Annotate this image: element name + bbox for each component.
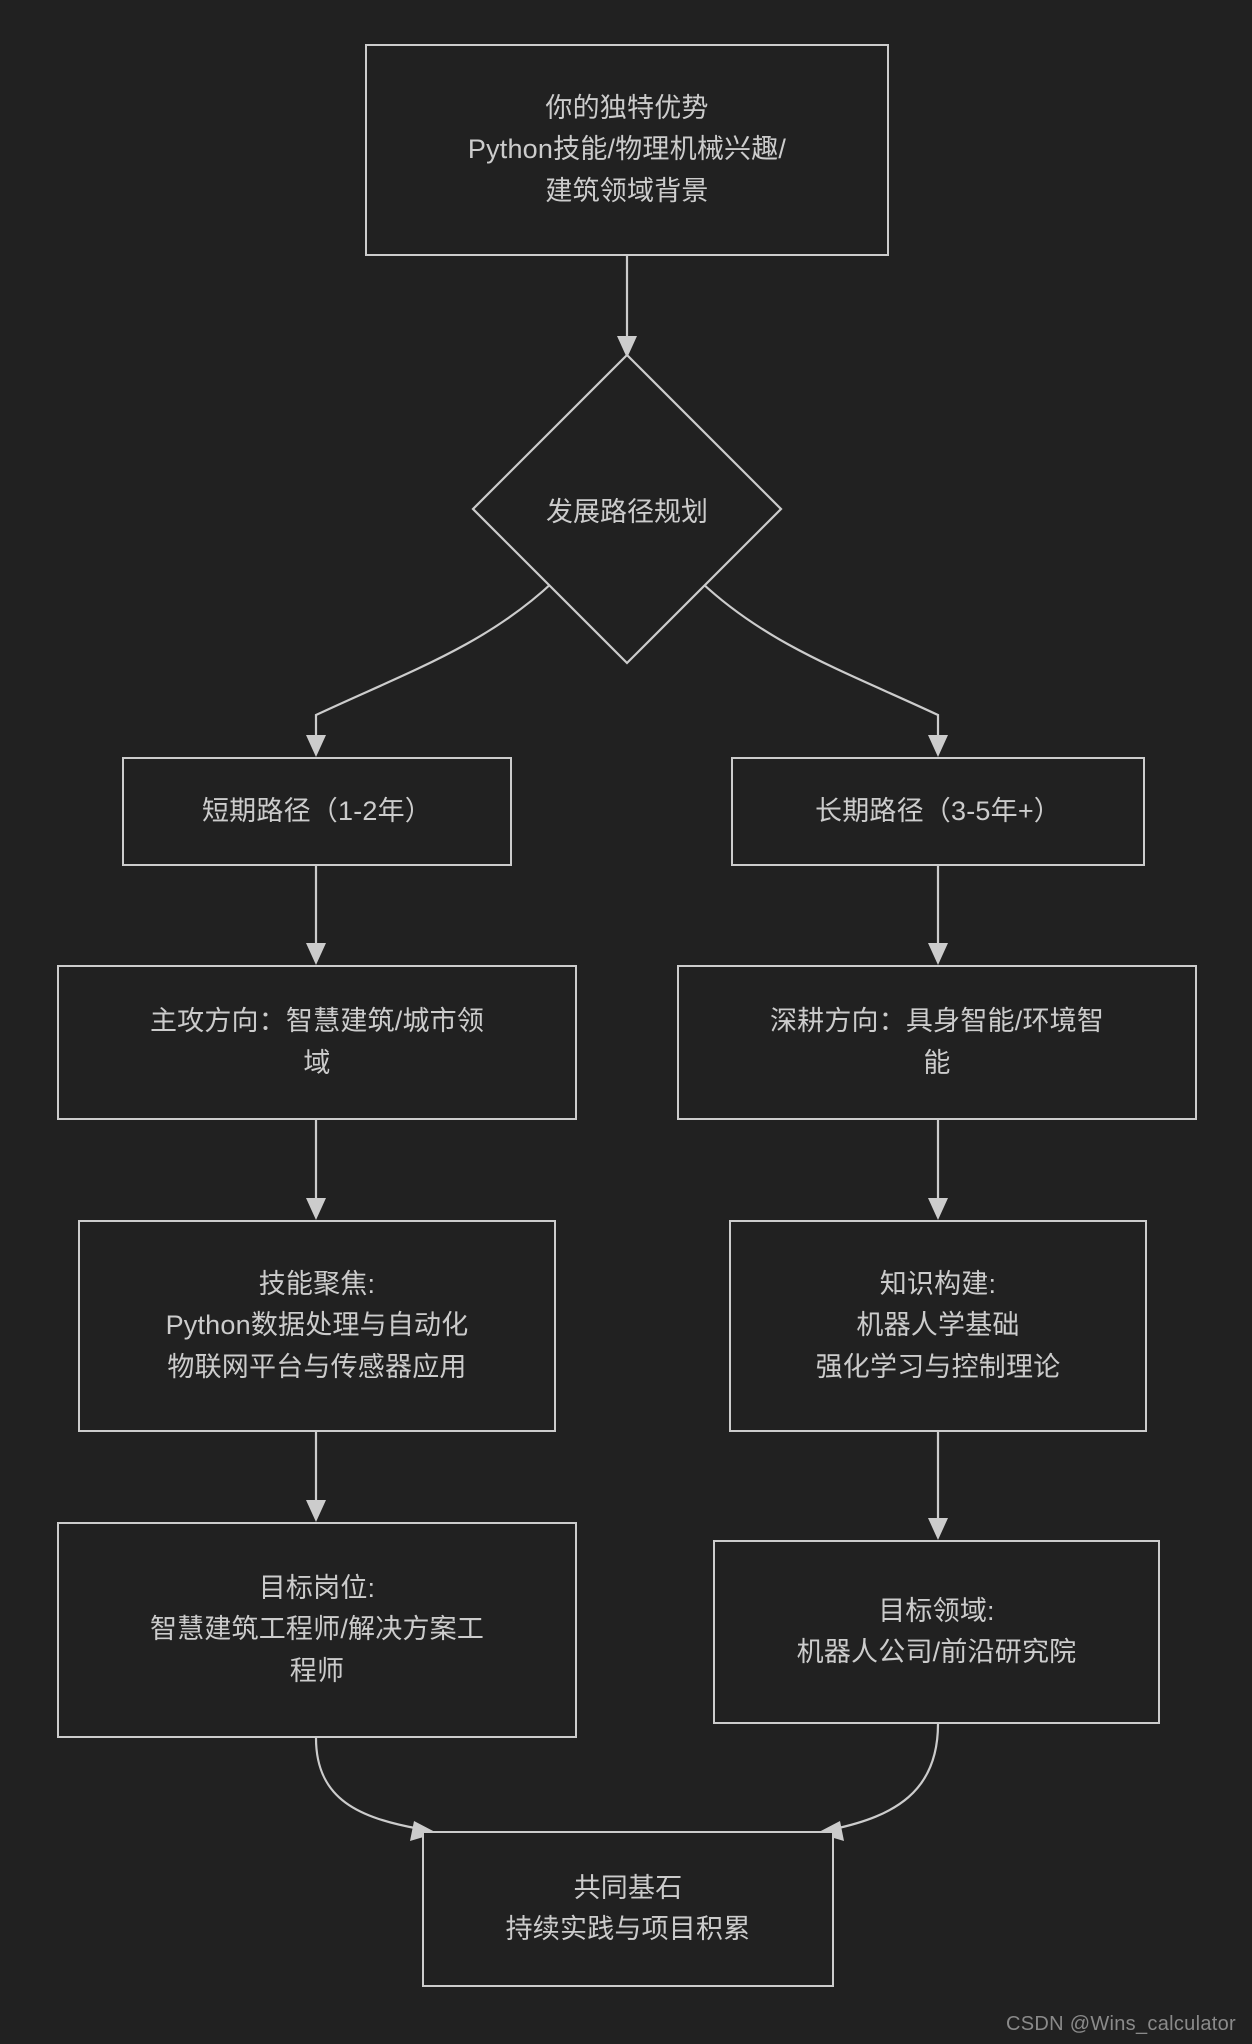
node-knowledge-build-label: 知识构建: 机器人学基础 强化学习与控制理论 [815,1269,1061,1382]
node-long-path[interactable]: 长期路径（3-5年+） [731,757,1145,866]
arrowhead-long-skill [928,1198,948,1220]
node-common-foundation[interactable]: 共同基石 持续实践与项目积累 [422,1831,834,1987]
arrowhead-short-path [306,735,326,757]
node-unique-advantage-label: 你的独特优势 Python技能/物理机械兴趣/ 建筑领域背景 [467,93,787,206]
arrowhead-short-dir [306,943,326,965]
node-unique-advantage[interactable]: 你的独特优势 Python技能/物理机械兴趣/ 建筑领域背景 [365,44,889,256]
arrowhead-long-target [928,1518,948,1540]
arrowhead-long-path [928,735,948,757]
node-short-main-direction[interactable]: 主攻方向：智慧建筑/城市领 域 [57,965,577,1120]
edge-planning-to-short-path [314,581,554,740]
node-long-path-label: 长期路径（3-5年+） [815,795,1061,826]
node-common-foundation-label: 共同基石 持续实践与项目积累 [505,1872,751,1944]
watermark-csdn: CSDN @Wins_calculator [1006,2013,1236,2035]
node-knowledge-build[interactable]: 知识构建: 机器人学基础 强化学习与控制理论 [729,1220,1147,1432]
arrowhead-planning [617,336,637,358]
node-short-path-label: 短期路径（1-2年） [201,795,433,826]
node-long-deep-direction-label: 深耕方向：具身智能/环境智 能 [769,1006,1105,1078]
node-skill-focus-label: 技能聚焦: Python数据处理与自动化 物联网平台与传感器应用 [165,1269,469,1382]
arrowhead-long-dir [928,943,948,965]
node-target-position-label: 目标岗位: 智慧建筑工程师/解决方案工 程师 [149,1573,485,1686]
node-short-main-direction-label: 主攻方向：智慧建筑/城市领 域 [149,1006,485,1078]
node-skill-focus[interactable]: 技能聚焦: Python数据处理与自动化 物联网平台与传感器应用 [78,1220,556,1432]
edge-short-target-to-foundation [314,1737,421,1831]
edge-planning-to-long-path [700,581,940,740]
node-target-position[interactable]: 目标岗位: 智慧建筑工程师/解决方案工 程师 [57,1522,577,1738]
edge-long-target-to-foundation [833,1723,940,1831]
arrowhead-short-skill [306,1198,326,1220]
node-target-domain-label: 目标领域: 机器人公司/前沿研究院 [796,1595,1077,1667]
arrowhead-short-target [306,1500,326,1522]
node-short-path[interactable]: 短期路径（1-2年） [122,757,512,866]
node-long-deep-direction[interactable]: 深耕方向：具身智能/环境智 能 [677,965,1197,1120]
node-target-domain[interactable]: 目标领域: 机器人公司/前沿研究院 [713,1540,1160,1724]
